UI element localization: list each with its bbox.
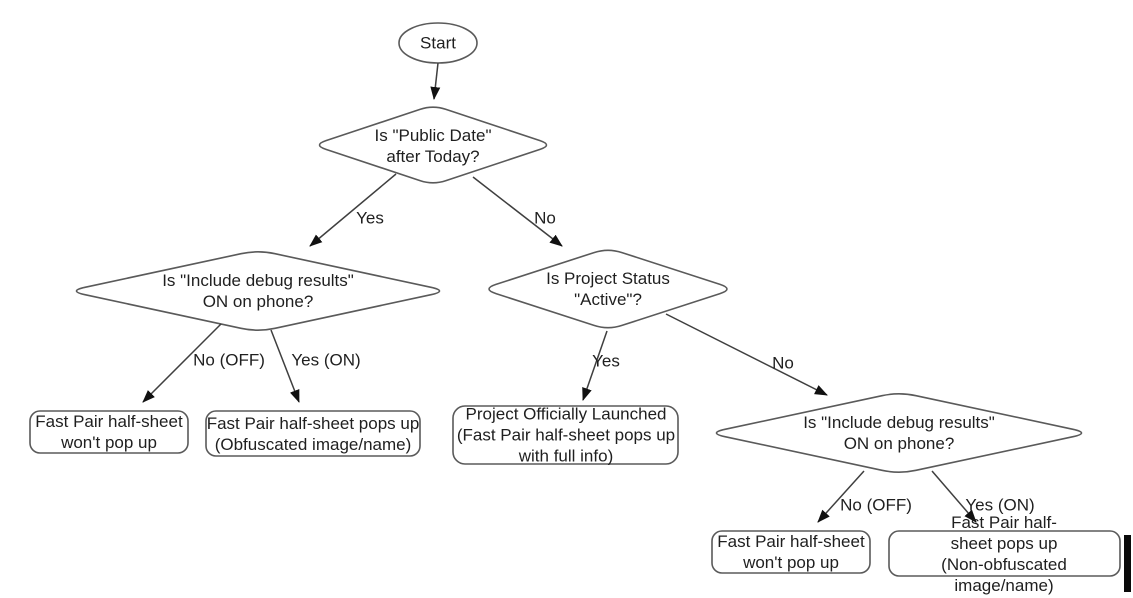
edge-public-date-yes — [309, 173, 397, 247]
decision-debug-left-shape — [75, 251, 441, 331]
result-wont-popup-right-box — [711, 530, 871, 574]
edge-debug-left-yes-on — [270, 329, 300, 403]
decision-debug-right-shape — [715, 393, 1083, 473]
decision-public-date-shape — [318, 106, 548, 184]
edge-project-status-yes — [582, 330, 608, 401]
result-launched-box — [452, 405, 679, 465]
edge-public-date-no — [472, 176, 563, 247]
text-cursor — [1124, 535, 1131, 592]
edge-debug-right-no-off — [817, 470, 865, 523]
result-wont-popup-left-box — [29, 410, 189, 454]
decision-project-status-shape — [488, 249, 728, 329]
start-terminator-shape — [398, 22, 478, 64]
edge-debug-left-no-off — [142, 323, 222, 403]
edge-debug-right-yes-on — [931, 470, 977, 523]
edge-project-status-no — [665, 313, 828, 396]
result-obfuscated-box — [205, 410, 421, 457]
result-non-obfuscated-box — [888, 530, 1121, 577]
edge-start-to-public-date — [430, 62, 441, 100]
